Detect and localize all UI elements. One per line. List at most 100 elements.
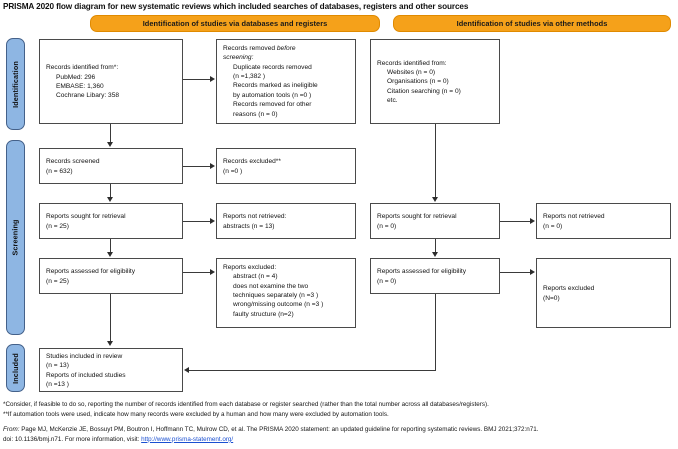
arrowhead-sought-to-not-retrieved bbox=[210, 218, 215, 224]
box-line: (n = 0) bbox=[377, 222, 397, 230]
phase-tab-included-label: Included bbox=[11, 352, 21, 384]
connector-sought-other-to-assessed-other bbox=[435, 239, 437, 253]
connector-sought-to-assessed bbox=[110, 239, 112, 253]
box-line: reasons (n = 0) bbox=[233, 110, 278, 118]
arrowhead-assessed-other-to-included bbox=[184, 367, 189, 373]
arrowhead-sought-other-to-not-retrieved-other bbox=[530, 218, 535, 224]
arrowhead-identified-other-to-sought-other bbox=[432, 197, 438, 202]
arrowhead-sought-to-assessed bbox=[107, 252, 113, 257]
phase-tab-screening: Screening bbox=[6, 140, 25, 335]
box-line: Records removed before bbox=[223, 45, 296, 52]
banner-other-methods-label: Identification of studies via other meth… bbox=[456, 19, 608, 28]
box-line: Records identified from*: bbox=[46, 64, 119, 72]
phase-tab-screening-label: Screening bbox=[11, 219, 21, 256]
source-doi-text: doi: 10.1136/bmj.n71. For more informati… bbox=[3, 435, 142, 443]
source-citation-text: Page MJ, McKenzie JE, Bossuyt PM, Boutro… bbox=[19, 426, 539, 433]
box-line: Cochrane Libary: 358 bbox=[56, 92, 120, 100]
box-line: wrong/missing outcome (n =3 ) bbox=[233, 301, 324, 309]
box-line: (n = 13) bbox=[46, 362, 69, 370]
phase-tab-identification: Identification bbox=[6, 38, 25, 130]
box-line: Reports not retrieved bbox=[543, 213, 605, 221]
box-line: Reports excluded bbox=[543, 285, 595, 293]
box-line: Records removed for other bbox=[233, 101, 312, 109]
box-line: Reports excluded: bbox=[223, 264, 277, 271]
box-line: Records screened bbox=[46, 158, 100, 166]
source-from-label: From: bbox=[3, 426, 20, 433]
box-line: PubMed: 296 bbox=[56, 73, 96, 81]
phase-tab-included: Included bbox=[6, 344, 25, 392]
box-line: Organisations (n = 0) bbox=[387, 78, 449, 86]
reports-not-retrieved-other-box: Reports not retrieved (n = 0) bbox=[536, 203, 671, 239]
arrowhead-screened-to-sought bbox=[107, 197, 113, 202]
box-line: Records excluded** bbox=[223, 158, 281, 166]
box-line: Websites (n = 0) bbox=[387, 68, 436, 76]
arrowhead-sought-other-to-assessed-other bbox=[432, 252, 438, 257]
box-line: abstracts (n = 13) bbox=[223, 222, 275, 230]
reports-sought-other-box: Reports sought for retrieval (n = 0) bbox=[370, 203, 500, 239]
records-excluded-box: Records excluded** (n =0 ) bbox=[216, 148, 356, 184]
arrowhead-assessed-to-included bbox=[107, 341, 113, 346]
footnotes: *Consider, if feasible to do so, reporti… bbox=[3, 400, 675, 420]
records-identified-other-methods-box: Records identified from: Websites (n = 0… bbox=[370, 39, 500, 124]
arrowhead-assessed-to-excluded bbox=[210, 269, 215, 275]
reports-not-retrieved-box: Reports not retrieved: abstracts (n = 13… bbox=[216, 203, 356, 239]
reports-excluded-other-box: Reports excluded (N=0) bbox=[536, 258, 671, 328]
prisma-statement-link[interactable]: http://www.prisma-statement.org/ bbox=[141, 435, 234, 443]
banner-databases-registers: Identification of studies via databases … bbox=[90, 15, 380, 32]
box-line: Records identified from: bbox=[377, 59, 447, 67]
banner-other-methods: Identification of studies via other meth… bbox=[393, 15, 671, 32]
connector-identified-to-removed bbox=[183, 79, 210, 81]
arrowhead-assessed-other-to-excluded-other bbox=[530, 269, 535, 275]
box-line: Studies included in review bbox=[46, 352, 123, 360]
phase-tab-identification-label: Identification bbox=[11, 60, 21, 108]
footnote-2: **If automation tools were used, indicat… bbox=[3, 410, 389, 418]
reports-assessed-other-box: Reports assessed for eligibility (n = 0) bbox=[370, 258, 500, 294]
box-line: EMBASE: 1,360 bbox=[56, 83, 104, 90]
connector-assessed-to-included bbox=[110, 294, 112, 342]
connector-sought-other-to-not-retrieved-other bbox=[500, 221, 530, 223]
box-line: Duplicate records removed bbox=[233, 63, 312, 71]
records-screened-box: Records screened (n = 632) bbox=[39, 148, 183, 184]
box-line: Reports not retrieved: bbox=[223, 213, 287, 221]
box-line: (n = 0) bbox=[377, 277, 397, 285]
box-line: techniques separately (n =3 ) bbox=[233, 292, 319, 300]
box-line: (n = 632) bbox=[46, 167, 73, 175]
box-line: Reports sought for retrieval bbox=[377, 213, 457, 221]
connector-identified-other-to-sought-other bbox=[435, 124, 437, 198]
connector-assessed-other-down bbox=[435, 294, 437, 371]
records-removed-before-screening-box: Records removed before screening: Duplic… bbox=[216, 39, 356, 124]
box-line: (n = 25) bbox=[46, 277, 69, 285]
connector-sought-to-not-retrieved bbox=[183, 221, 210, 223]
box-line: Citation searching (n = 0) bbox=[387, 87, 461, 95]
box-line: does not examine the two bbox=[233, 282, 309, 290]
box-line: (n =13 ) bbox=[46, 380, 69, 388]
connector-identified-to-screened bbox=[110, 124, 112, 143]
arrowhead-screened-to-excluded bbox=[210, 163, 215, 169]
arrowhead-identified-to-screened bbox=[107, 142, 113, 147]
box-line: (n =0 ) bbox=[223, 167, 243, 175]
box-line: by automation tools (n =0 ) bbox=[233, 91, 312, 99]
connector-screened-to-excluded bbox=[183, 166, 210, 168]
box-line: Reports assessed for eligibility bbox=[377, 268, 467, 276]
arrowhead-identified-to-removed bbox=[210, 76, 215, 82]
connector-screened-to-sought bbox=[110, 184, 112, 198]
box-line: (n = 0) bbox=[543, 222, 563, 230]
box-line: faulty structure (n=2) bbox=[233, 310, 294, 318]
box-line: etc. bbox=[387, 97, 398, 105]
box-line: abstract (n = 4) bbox=[233, 273, 278, 281]
source-citation: From: Page MJ, McKenzie JE, Bossuyt PM, … bbox=[3, 425, 675, 445]
banner-databases-registers-label: Identification of studies via databases … bbox=[142, 19, 328, 28]
box-line: (n =1,382 ) bbox=[233, 73, 266, 81]
box-line: Reports sought for retrieval bbox=[46, 213, 126, 221]
box-line: screening: bbox=[223, 54, 254, 62]
box-line: Reports assessed for eligibility bbox=[46, 268, 136, 276]
reports-sought-box: Reports sought for retrieval (n = 25) bbox=[39, 203, 183, 239]
box-line: (N=0) bbox=[543, 294, 560, 302]
footnote-1: *Consider, if feasible to do so, reporti… bbox=[3, 401, 489, 408]
box-line: Records marked as ineligible bbox=[233, 82, 318, 90]
box-line: Reports of included studies bbox=[46, 371, 126, 379]
page-title: PRISMA 2020 flow diagram for new systema… bbox=[3, 2, 469, 11]
box-line: (n = 25) bbox=[46, 222, 69, 230]
connector-assessed-other-to-included bbox=[189, 370, 436, 372]
